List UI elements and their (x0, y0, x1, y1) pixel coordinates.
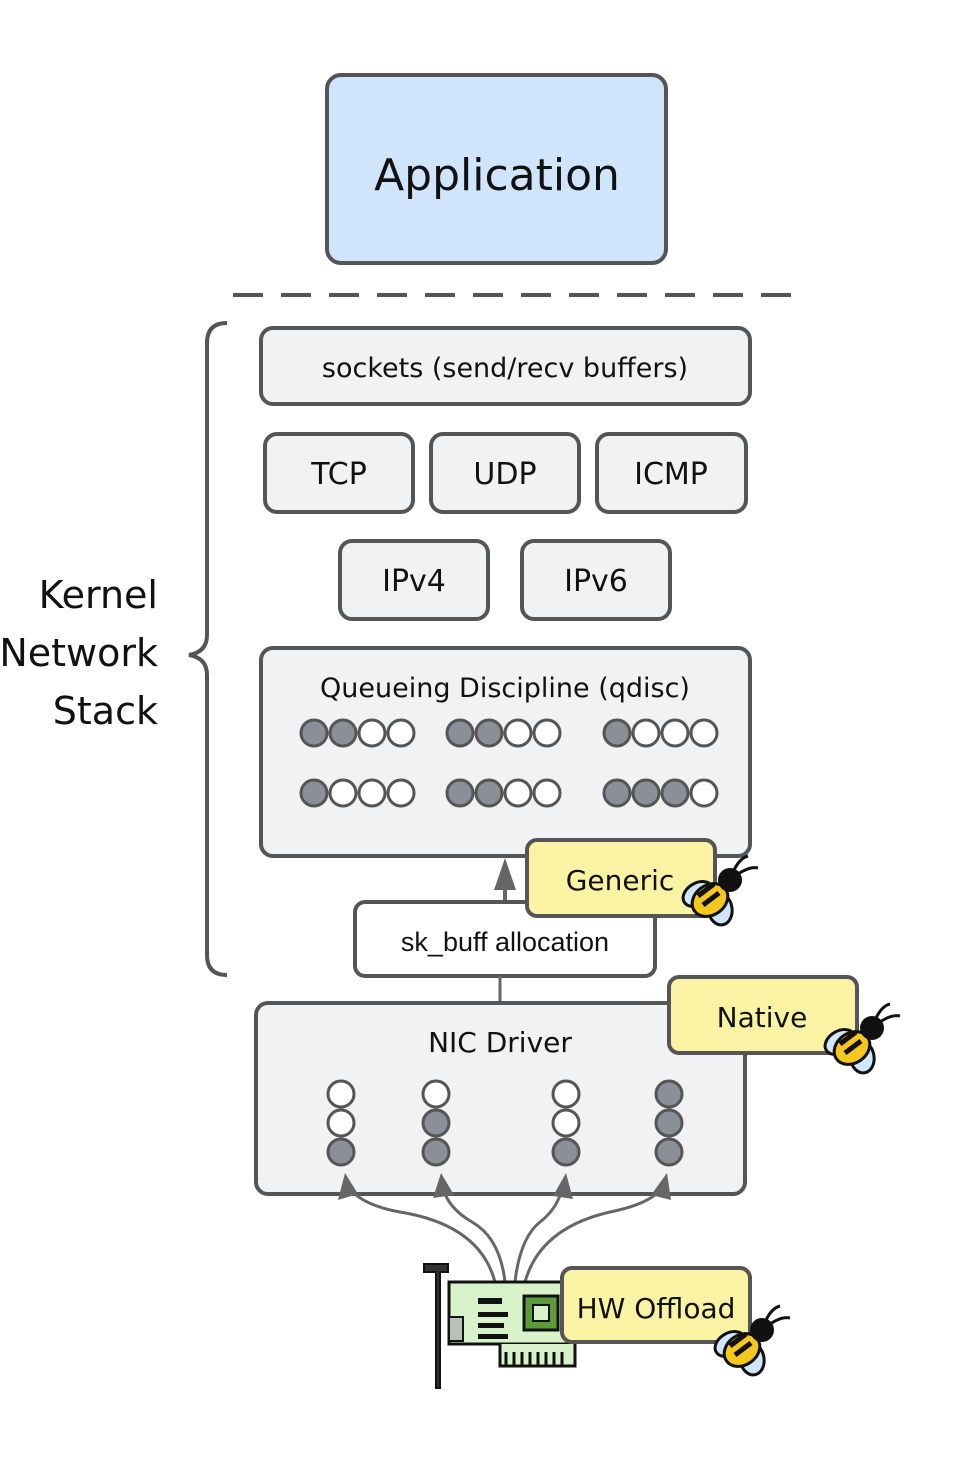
sockets-box: sockets (send/recv buffers) (259, 326, 752, 406)
nic-card-icon (423, 1263, 577, 1389)
qdisc-slot (503, 778, 533, 808)
qdisc-slot (689, 718, 719, 748)
rx-arrow-4 (523, 1187, 664, 1283)
icmp-label: ICMP (634, 457, 708, 492)
rx-arrowhead-2 (433, 1173, 454, 1198)
qdisc-queues (299, 718, 719, 808)
rx-ring-slot (326, 1137, 356, 1167)
native-hook-rect (667, 975, 859, 1055)
qdisc-slot (631, 718, 661, 748)
ipv4-label: IPv4 (382, 564, 446, 599)
ipv4-box: IPv4 (338, 539, 490, 621)
hw-offload-hook-rect (560, 1266, 752, 1344)
qdisc-slot (299, 718, 329, 748)
kernel-label-line3: Stack (53, 689, 158, 733)
skbuff-to-qdisc-arrowhead (494, 858, 516, 890)
tcp-rect (263, 432, 415, 514)
application-rect (325, 73, 668, 265)
rx-arrowhead-4 (651, 1173, 671, 1200)
rx-ring-slot (654, 1108, 684, 1138)
nic-driver-box: NIC Driver (254, 1001, 747, 1196)
rx-arrow-2 (441, 1187, 507, 1283)
native-hook-label: Native (717, 1001, 808, 1034)
rx-ring-slot (551, 1137, 581, 1167)
ipv6-box: IPv6 (520, 539, 672, 621)
qdisc-slot (660, 718, 690, 748)
rx-ring-slot (551, 1108, 581, 1138)
qdisc-label: Queueing Discipline (qdisc) (320, 673, 690, 704)
nic-driver-rect (254, 1001, 747, 1196)
rx-ring-slot (551, 1079, 581, 1109)
rx-arrowhead-3 (553, 1173, 573, 1199)
application-box: Application (325, 73, 668, 265)
rx-ring-slot (421, 1079, 451, 1109)
skbuff-label: sk_buff allocation (401, 927, 609, 957)
rx-ring-slot (421, 1108, 451, 1138)
hw-offload-hook-label: HW Offload (577, 1292, 736, 1325)
rx-ring-slot (421, 1137, 451, 1167)
kernel-label-line1: Kernel (39, 573, 158, 617)
hw-offload-hook: HW Offload (560, 1266, 790, 1377)
ipv4-rect (338, 539, 490, 621)
sockets-rect (259, 326, 752, 406)
qdisc-slot (689, 778, 719, 808)
qdisc-slot (299, 778, 329, 808)
rx-arrowheads (338, 1173, 671, 1200)
tcp-box: TCP (263, 432, 415, 514)
qdisc-slot (386, 718, 416, 748)
ipv6-label: IPv6 (564, 564, 628, 599)
qdisc-slot (328, 778, 358, 808)
rx-arrowhead-1 (338, 1173, 358, 1200)
qdisc-slot (660, 778, 690, 808)
skbuff-box: sk_buff allocation (353, 900, 657, 978)
udp-rect (429, 432, 581, 514)
qdisc-slot (386, 778, 416, 808)
rx-arrow-3 (513, 1187, 564, 1283)
qdisc-slot (328, 718, 358, 748)
udp-box: UDP (429, 432, 581, 514)
qdisc-slot (532, 718, 562, 748)
qdisc-slot (532, 778, 562, 808)
qdisc-box: Queueing Discipline (qdisc) (259, 646, 752, 858)
qdisc-rect (259, 646, 752, 858)
rx-arrows (347, 1187, 664, 1283)
qdisc-slot (445, 778, 475, 808)
qdisc-slot (474, 718, 504, 748)
qdisc-slot (445, 718, 475, 748)
icmp-box: ICMP (595, 432, 748, 514)
ipv6-rect (520, 539, 672, 621)
kernel-network-stack-label: Kernel Network Stack (0, 573, 158, 733)
native-hook: Native (667, 975, 900, 1075)
generic-hook: Generic (525, 838, 758, 927)
qdisc-slot (357, 778, 387, 808)
kernel-brace (188, 321, 228, 977)
sockets-label: sockets (send/recv buffers) (322, 353, 688, 384)
generic-hook-rect (525, 838, 717, 918)
qdisc-slot (602, 778, 632, 808)
tcp-label: TCP (310, 457, 367, 492)
rx-arrow-1 (347, 1187, 497, 1283)
rx-ring-slot (326, 1108, 356, 1138)
kernel-label-line2: Network (0, 631, 158, 675)
udp-label: UDP (473, 457, 536, 492)
application-label: Application (374, 150, 620, 201)
nic-driver-label: NIC Driver (428, 1026, 572, 1059)
qdisc-slot (503, 718, 533, 748)
qdisc-slot (602, 718, 632, 748)
icmp-rect (595, 432, 748, 514)
rx-ring-slot (326, 1079, 356, 1109)
nic-rx-rings (326, 1079, 684, 1167)
generic-hook-label: Generic (566, 864, 675, 897)
rx-ring-slot (654, 1079, 684, 1109)
qdisc-slot (357, 718, 387, 748)
qdisc-slot (474, 778, 504, 808)
rx-ring-slot (654, 1137, 684, 1167)
skbuff-rect (353, 900, 657, 978)
qdisc-slot (631, 778, 661, 808)
